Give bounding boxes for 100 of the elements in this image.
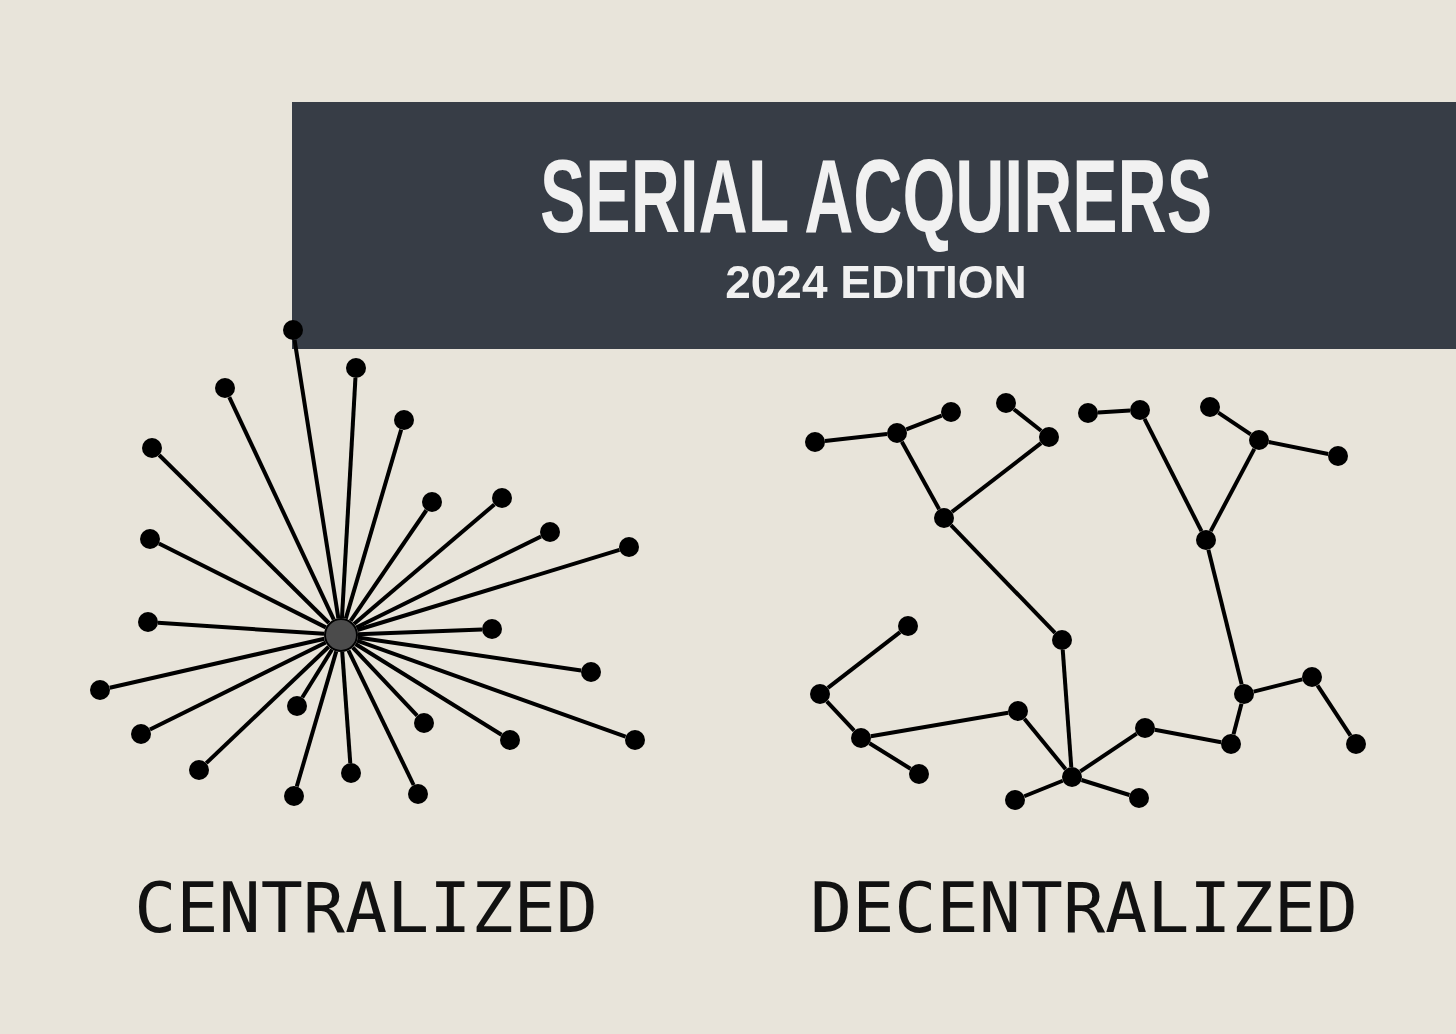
network-node [996,393,1016,413]
network-node [138,612,158,632]
connector-line [1022,717,1068,771]
network-node [142,438,162,458]
connector-line [825,699,856,733]
connector-line [346,649,416,786]
network-node [1005,790,1025,810]
network-node [500,730,520,750]
connector-line [351,646,419,718]
connector-line [1253,677,1303,694]
connector-line [1079,731,1138,774]
network-node [287,696,307,716]
network-node [1234,684,1254,704]
network-node [1008,701,1028,721]
network-node [1196,530,1216,550]
connector-line [1268,440,1329,456]
connector-line [826,630,902,690]
network-node [131,724,151,744]
connector-line [868,741,912,771]
network-node [215,378,235,398]
connector-line [343,429,404,620]
network-node [540,522,560,542]
network-node [482,619,502,639]
network-node [1221,734,1241,754]
network-node [1249,430,1269,450]
connector-line [1142,418,1204,532]
connector-line [1080,778,1131,797]
network-node [851,728,871,748]
network-node [1078,403,1098,423]
network-node [394,410,414,430]
network-node [1062,767,1082,787]
connector-line [870,710,1009,739]
network-node [1130,400,1150,420]
connector-line [158,541,327,630]
connector-line [1231,703,1244,735]
network-node [898,616,918,636]
network-node [909,764,929,784]
network-node [140,529,160,549]
connector-line [356,638,627,739]
connector-line [949,523,1057,635]
network-node [90,680,110,700]
connector-line [348,509,428,623]
connector-line [292,339,341,619]
network-node [581,662,601,682]
connector-line [294,650,339,787]
section-label: CENTRALIZED [134,873,598,943]
connector-line [1206,549,1244,685]
connector-line [1315,684,1353,737]
connector-line [905,413,943,432]
connector-line [1154,727,1222,745]
connector-line [357,635,582,673]
connector-line [950,441,1043,514]
network-node [1200,397,1220,417]
connector-line [1012,407,1043,433]
network-node [1346,734,1366,754]
network-node [887,423,907,443]
network-node [408,784,428,804]
connector-line [354,642,503,737]
connector-line [357,627,483,637]
connector-line [227,396,336,621]
connector-line [900,440,941,511]
network-node [1328,446,1348,466]
network-node [346,358,366,378]
network-node [934,508,954,528]
network-node [189,760,209,780]
network-node [422,492,442,512]
connector-line [1097,408,1131,415]
connector-line [355,534,542,630]
connector-line [149,640,327,732]
connector-line [157,453,331,625]
network-node [1129,788,1149,808]
connector-line [1208,447,1257,533]
connector-line [1217,410,1252,437]
connector-line [352,502,496,626]
connector-line [1060,649,1074,768]
network-node [1135,718,1155,738]
network-node [414,713,434,733]
connector-line [824,432,888,443]
connector-line [356,548,621,632]
connector-line [157,620,325,636]
connector-line [340,651,353,764]
network-node [283,320,303,340]
network-node [619,537,639,557]
connector-line [339,377,358,619]
connector-line [1023,778,1064,799]
network-node [805,432,825,452]
network-node [625,730,645,750]
network-node [284,786,304,806]
connector-line [109,636,325,690]
network-node [941,402,961,422]
network-node [1302,667,1322,687]
network-node [1052,630,1072,650]
network-node [1039,427,1059,447]
network-node [810,684,830,704]
subtitle-text: 2024 EDITION [725,259,1027,305]
connector-line [300,648,334,699]
network-node [341,763,361,783]
network-node [492,488,512,508]
connector-line [204,645,331,765]
section-label: DECENTRALIZED [810,873,1358,943]
